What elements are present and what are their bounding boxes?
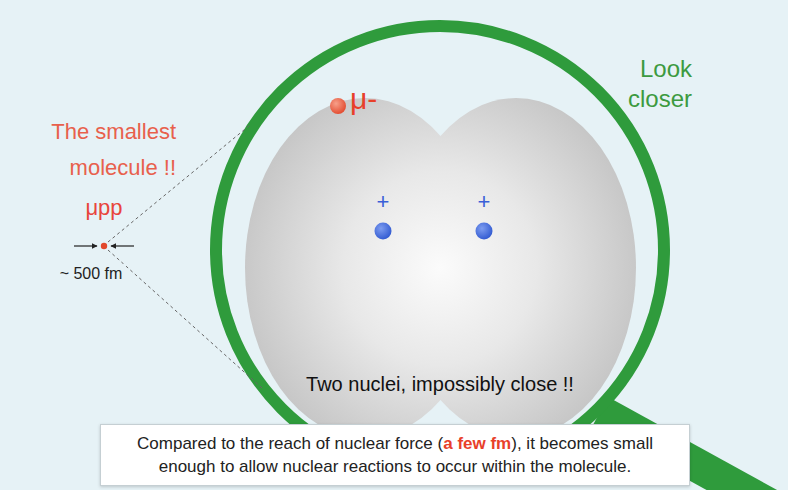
molecule-cloud bbox=[245, 98, 636, 438]
molecule-name: μpp bbox=[58, 195, 150, 221]
zoom-leader bbox=[108, 250, 262, 388]
muon-label: μ- bbox=[350, 82, 420, 116]
molecule-dot bbox=[101, 243, 107, 249]
size-arrow bbox=[111, 245, 134, 246]
charge-sign: + bbox=[472, 190, 496, 214]
note-box: Compared to the reach of nuclear force (… bbox=[100, 424, 690, 486]
muon-dot bbox=[330, 98, 346, 114]
note-text: a few fm bbox=[443, 434, 511, 453]
nuclei-caption: Two nuclei, impossibly close !! bbox=[270, 372, 610, 396]
note-text: Compared to the reach of nuclear force ( bbox=[137, 434, 443, 453]
charge-sign: + bbox=[371, 190, 395, 214]
size-label: ~ 500 fm bbox=[56, 264, 126, 284]
proton-dot bbox=[375, 223, 392, 240]
magnifier-ring bbox=[216, 26, 664, 474]
zoom-caption: Look closer bbox=[596, 54, 692, 114]
size-arrow bbox=[74, 245, 97, 246]
proton-dot bbox=[476, 223, 493, 240]
molecule-caption: The smallest molecule !! bbox=[18, 114, 176, 186]
